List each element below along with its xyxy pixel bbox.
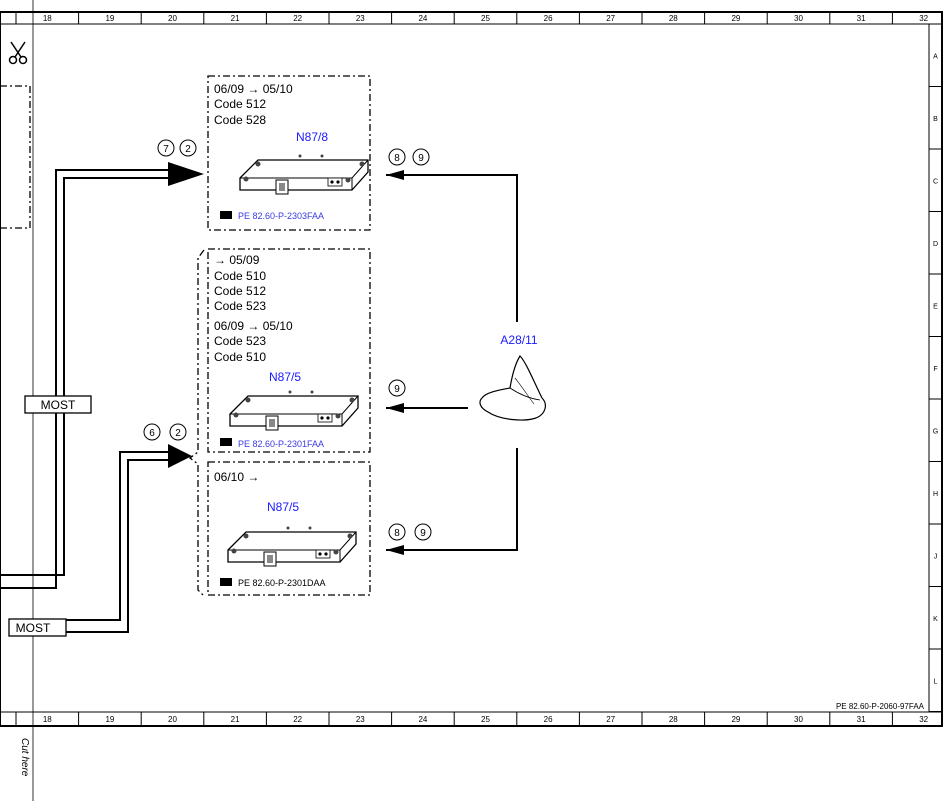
row-label-H: H <box>933 491 938 498</box>
svg-text:7: 7 <box>163 144 169 155</box>
svg-text:2: 2 <box>175 428 181 439</box>
box1-line-2: Code 528 <box>214 113 266 127</box>
column-label-32: 32 <box>919 715 928 724</box>
column-label-19: 19 <box>105 14 114 23</box>
module-box-n87-5-upper: → 05/09 Code 510 Code 512 Code 523 06/09… <box>207 248 371 453</box>
box3-ref-link[interactable]: PE 82.60-P-2301DAA <box>238 578 326 588</box>
antenna-title: A28/11 <box>500 333 537 347</box>
row-label-E: E <box>933 303 938 310</box>
svg-text:9: 9 <box>420 528 426 539</box>
row-label-D: D <box>933 241 938 248</box>
column-label-22: 22 <box>293 14 302 23</box>
svg-text:8: 8 <box>394 528 400 539</box>
box3-title: N87/5 <box>267 500 299 514</box>
pointing-hand-icon <box>220 578 232 586</box>
column-label-24: 24 <box>418 715 427 724</box>
column-label-24: 24 <box>418 14 427 23</box>
box2-line-4: 06/09 → 05/10 <box>214 319 293 333</box>
pointing-hand-icon <box>220 211 232 219</box>
callout-out-bottom: 8 9 <box>388 523 432 541</box>
column-label-26: 26 <box>544 14 553 23</box>
column-label-27: 27 <box>606 14 615 23</box>
row-label-L: L <box>934 678 938 685</box>
column-label-23: 23 <box>356 14 365 23</box>
column-label-19: 19 <box>105 715 114 724</box>
row-label-G: G <box>933 428 938 435</box>
column-label-25: 25 <box>481 14 490 23</box>
box2-title: N87/5 <box>269 370 301 384</box>
row-label-F: F <box>933 366 937 373</box>
column-label-31: 31 <box>857 14 866 23</box>
column-label-21: 21 <box>231 715 240 724</box>
box2-line-0: → 05/09 <box>214 253 260 267</box>
column-label-21: 21 <box>231 14 240 23</box>
control-unit-icon <box>227 525 357 567</box>
svg-text:9: 9 <box>418 153 424 164</box>
cut-here-text: Cut here <box>19 738 30 777</box>
column-label-29: 29 <box>731 14 740 23</box>
column-rulers: 1818191920202121222223232424252526262727… <box>15 12 929 726</box>
box2-line-2: Code 512 <box>214 284 266 298</box>
frame-reference: PE 82.60-P-2060-97FAA <box>836 702 925 711</box>
column-label-25: 25 <box>481 715 490 724</box>
svg-text:2: 2 <box>185 144 191 155</box>
box1-title: N87/8 <box>296 130 328 144</box>
box2-line-5: Code 523 <box>214 334 266 348</box>
svg-text:9: 9 <box>394 384 400 395</box>
column-label-28: 28 <box>669 14 678 23</box>
column-label-22: 22 <box>293 715 302 724</box>
box1-line-1: Code 512 <box>214 97 266 111</box>
antenna-lines <box>386 174 518 551</box>
box2-line-3: Code 523 <box>214 299 266 313</box>
box2-line-1: Code 510 <box>214 269 266 283</box>
callout-out-top: 8 9 <box>388 148 430 166</box>
box1-ref-link[interactable]: PE 82.60-P-2303FAA <box>238 211 324 221</box>
box3-line-0: 06/10 → <box>214 470 259 484</box>
row-label-C: C <box>933 178 938 185</box>
column-label-18: 18 <box>43 14 52 23</box>
most-bus-lower <box>66 451 168 633</box>
row-label-A: A <box>933 53 938 60</box>
module-box-n87-8: 06/09 → 05/10 Code 512 Code 528 N87/8 PE… <box>207 75 371 231</box>
column-label-26: 26 <box>544 715 553 724</box>
row-label-J: J <box>934 553 938 560</box>
row-label-K: K <box>933 616 938 623</box>
shark-fin-antenna-icon <box>479 355 546 421</box>
box2-line-6: Code 510 <box>214 350 266 364</box>
column-label-32: 32 <box>919 14 928 23</box>
column-label-18: 18 <box>43 715 52 724</box>
column-label-20: 20 <box>168 14 177 23</box>
column-label-23: 23 <box>356 715 365 724</box>
pointing-hand-icon <box>220 438 232 446</box>
scissors-icon <box>8 41 28 65</box>
column-label-30: 30 <box>794 14 803 23</box>
column-label-27: 27 <box>606 715 615 724</box>
row-ruler: A B C D E F G H J K L <box>929 53 942 712</box>
most-label-upper: MOST <box>41 398 76 412</box>
control-unit-icon <box>229 389 359 431</box>
svg-text:6: 6 <box>149 428 155 439</box>
most-label-lower: MOST <box>16 621 51 635</box>
box1-line-0: 06/09 → 05/10 <box>214 82 293 96</box>
callout-out-mid: 9 <box>388 379 406 397</box>
most-bus-upper <box>0 169 168 589</box>
control-unit-icon <box>239 153 369 195</box>
row-label-B: B <box>933 116 938 123</box>
module-box-n87-5-lower: 06/10 → N87/5 PE 82.60-P-2301DAA <box>207 461 371 596</box>
column-label-31: 31 <box>857 715 866 724</box>
column-label-28: 28 <box>669 715 678 724</box>
callout-group-top: 7 2 <box>157 139 197 157</box>
column-label-29: 29 <box>731 715 740 724</box>
callout-group-lower: 6 2 <box>143 423 187 441</box>
column-label-30: 30 <box>794 715 803 724</box>
column-label-20: 20 <box>168 715 177 724</box>
box2-ref-link[interactable]: PE 82.60-P-2301FAA <box>238 439 324 449</box>
svg-text:8: 8 <box>394 153 400 164</box>
